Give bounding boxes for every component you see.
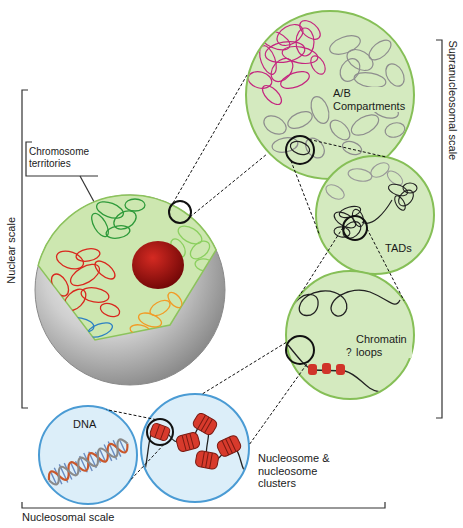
chromosome-territory xyxy=(129,323,150,336)
text-box: TADs xyxy=(385,238,417,256)
chromosome-territory xyxy=(175,222,205,247)
scale-label: Nucleosomal scale xyxy=(22,511,114,524)
nucleus-cutaway xyxy=(38,195,216,340)
nucleosome xyxy=(155,424,165,439)
chromosome-territory xyxy=(75,247,101,263)
nucleolus xyxy=(132,241,184,289)
chromosome-territory xyxy=(88,211,111,240)
chromosome-territory xyxy=(94,199,125,222)
node-label: Nucleosome & nucleosome clusters xyxy=(258,452,336,490)
chromosome-territory xyxy=(53,304,114,340)
zoom-circle: Chromatin loops xyxy=(285,270,415,400)
scale-label: Nuclear scale xyxy=(5,217,18,284)
chromosome-territory xyxy=(125,199,145,211)
nucleosome xyxy=(198,415,213,433)
nucleosome xyxy=(195,450,219,470)
scale-bracket xyxy=(22,40,442,508)
nucleosome xyxy=(202,451,213,468)
chromosome-territory xyxy=(92,258,118,283)
chromosome-territory xyxy=(48,199,216,340)
chromosome-territory xyxy=(48,247,122,319)
zoom-line xyxy=(173,75,247,203)
nucleosome xyxy=(222,437,236,455)
label-box: Nucleosomal scale xyxy=(22,511,114,524)
chromosome-territory xyxy=(65,316,95,335)
zoom-circle: A/B Compartments xyxy=(245,10,415,180)
scale-label: Supranucleosomal scale xyxy=(447,40,460,160)
node-label: DNA xyxy=(73,418,96,431)
nucleosome xyxy=(195,450,219,470)
zoom-ring xyxy=(169,201,191,223)
text-box: DNA xyxy=(73,414,103,432)
zoom-line xyxy=(202,340,291,395)
chromosome-territory xyxy=(165,290,184,310)
label-bracket xyxy=(26,142,98,176)
zoom-line xyxy=(190,154,267,217)
chromosome-territory xyxy=(53,304,76,326)
nucleosome xyxy=(336,364,345,375)
chromosome-territory xyxy=(60,285,90,315)
scale-bracket xyxy=(436,40,442,418)
zoom-line xyxy=(249,360,310,445)
nucleosome xyxy=(308,364,317,375)
scale-bracket xyxy=(22,90,28,408)
node-label: A/B Compartments xyxy=(333,87,411,112)
question-mark: ? xyxy=(346,347,352,359)
chromosome-territory xyxy=(67,260,103,290)
text-box: A/B Compartments xyxy=(333,87,411,114)
chromosome-territory xyxy=(129,290,184,337)
node-label: TADs xyxy=(385,242,412,255)
label-box: Supranucleosomal scale xyxy=(447,40,460,160)
nucleosome xyxy=(182,433,194,451)
nucleosome xyxy=(322,363,331,374)
label-box: Nuclear scale xyxy=(5,217,18,284)
chromosome-territory xyxy=(88,199,145,240)
chromosome-territory xyxy=(105,224,131,240)
scale-label: Chromosome territories xyxy=(29,146,99,169)
chromosome-territory xyxy=(99,301,122,319)
text-box: Nucleosome & nucleosome clusters xyxy=(258,452,336,491)
node-label: Chromatin loops xyxy=(356,333,412,358)
text-box: Chromatin loops xyxy=(356,333,412,360)
label-box: ? xyxy=(346,347,352,359)
chromosome-territory xyxy=(194,257,216,272)
zoom-circle: TADs xyxy=(315,155,435,275)
nucleus-sphere xyxy=(35,195,225,385)
chromosome-territory xyxy=(86,320,115,340)
label-box: Chromosome territories xyxy=(29,146,99,169)
